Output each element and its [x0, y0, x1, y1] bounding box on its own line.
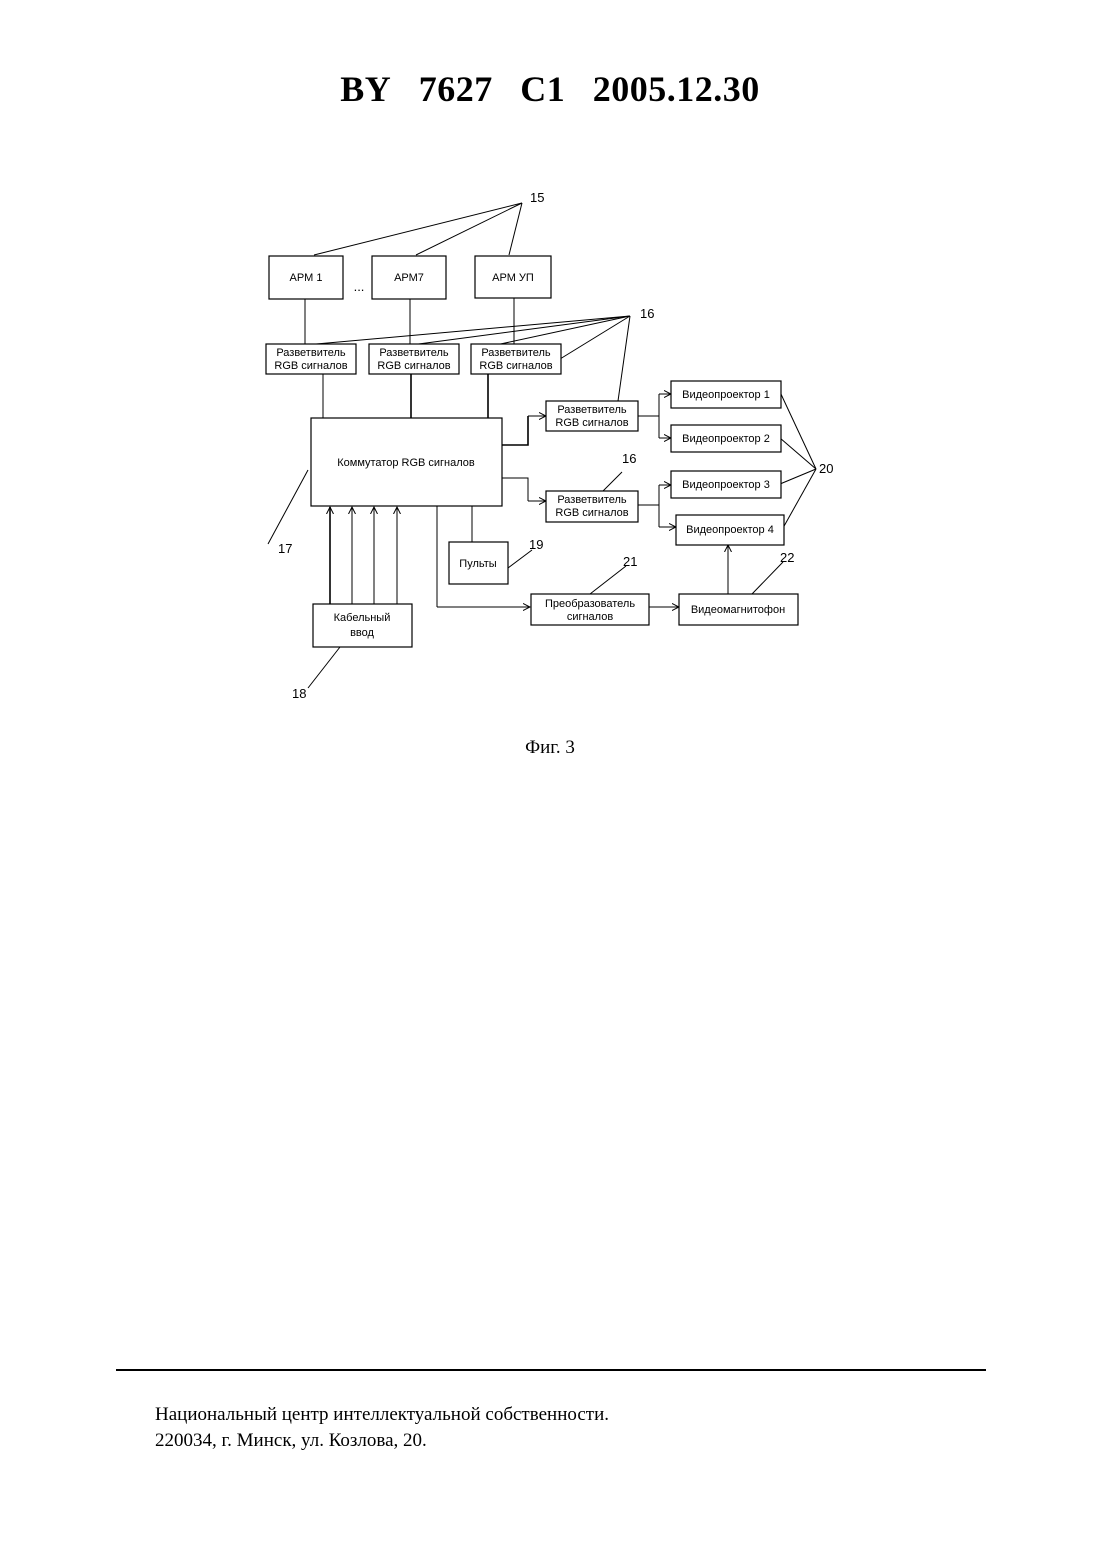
ref-17: 17 [278, 541, 292, 556]
splitter-1-line1: Разветвитель [276, 347, 346, 359]
consoles-label: Пульты [459, 558, 496, 570]
splitter-3-block: Разветвитель RGB сигналов [471, 344, 561, 374]
cable-input-line2: ввод [350, 627, 374, 639]
ref-19: 19 [529, 537, 543, 552]
splitter-4-block: Разветвитель RGB сигналов [546, 401, 638, 431]
projector-1-label: Видеопроектор 1 [682, 389, 770, 401]
rgb-switch-label: Коммутатор RGB сигналов [337, 457, 475, 469]
splitter-1-block: Разветвитель RGB сигналов [266, 344, 356, 374]
ref-16-top: 16 [640, 306, 654, 321]
footer: Национальный центр интеллектуальной собс… [155, 1402, 609, 1454]
splitter-2-block: Разветвитель RGB сигналов [369, 344, 459, 374]
ref-16-lower: 16 [622, 451, 636, 466]
projector-2-label: Видеопроектор 2 [682, 433, 770, 445]
cable-input-line1: Кабельный [334, 612, 391, 624]
arm-up-block: АРМ УП [475, 256, 551, 298]
splitter-4-line2: RGB сигналов [555, 417, 628, 429]
arm-7-label: АРМ7 [394, 272, 424, 284]
arm-7-block: АРМ7 [372, 256, 446, 299]
splitter-3-line2: RGB сигналов [479, 360, 552, 372]
ref-18: 18 [292, 686, 306, 701]
splitter-3-line1: Разветвитель [481, 347, 551, 359]
splitter-2-line1: Разветвитель [379, 347, 449, 359]
projector-4-block: Видеопроектор 4 [676, 515, 784, 545]
projector-3-block: Видеопроектор 3 [671, 471, 781, 498]
projector-1-block: Видеопроектор 1 [671, 381, 781, 408]
splitter-2-line2: RGB сигналов [377, 360, 450, 372]
rgb-switch-block: Коммутатор RGB сигналов [311, 418, 502, 506]
splitter-5-line1: Разветвитель [557, 494, 627, 506]
ref-22: 22 [780, 550, 794, 565]
arm-1-block: АРМ 1 [269, 256, 343, 299]
footer-divider [116, 1369, 986, 1371]
splitter-4-line1: Разветвитель [557, 404, 627, 416]
signal-converter-line1: Преобразователь [545, 598, 635, 610]
splitter-5-line2: RGB сигналов [555, 507, 628, 519]
arm-ellipsis: ... [354, 279, 365, 294]
cable-input-block: Кабельный ввод [313, 604, 412, 647]
projector-4-label: Видеопроектор 4 [686, 524, 774, 536]
footer-line-2: 220034, г. Минск, ул. Козлова, 20. [155, 1428, 609, 1454]
figure-caption: Фиг. 3 [0, 737, 1100, 759]
signal-converter-block: Преобразователь сигналов [531, 594, 649, 625]
ref-15: 15 [530, 190, 544, 205]
projector-3-label: Видеопроектор 3 [682, 479, 770, 491]
arm-1-label: АРМ 1 [290, 272, 323, 284]
footer-line-1: Национальный центр интеллектуальной собс… [155, 1402, 609, 1428]
signal-converter-line2: сигналов [567, 611, 614, 623]
projector-2-block: Видеопроектор 2 [671, 425, 781, 452]
arm-up-label: АРМ УП [492, 272, 534, 284]
vcr-label: Видеомагнитофон [691, 604, 785, 616]
consoles-block: Пульты [449, 542, 508, 584]
splitter-1-line2: RGB сигналов [274, 360, 347, 372]
vcr-block: Видеомагнитофон [679, 594, 798, 625]
ref-20: 20 [819, 461, 833, 476]
ref-21: 21 [623, 554, 637, 569]
splitter-5-block: Разветвитель RGB сигналов [546, 491, 638, 522]
